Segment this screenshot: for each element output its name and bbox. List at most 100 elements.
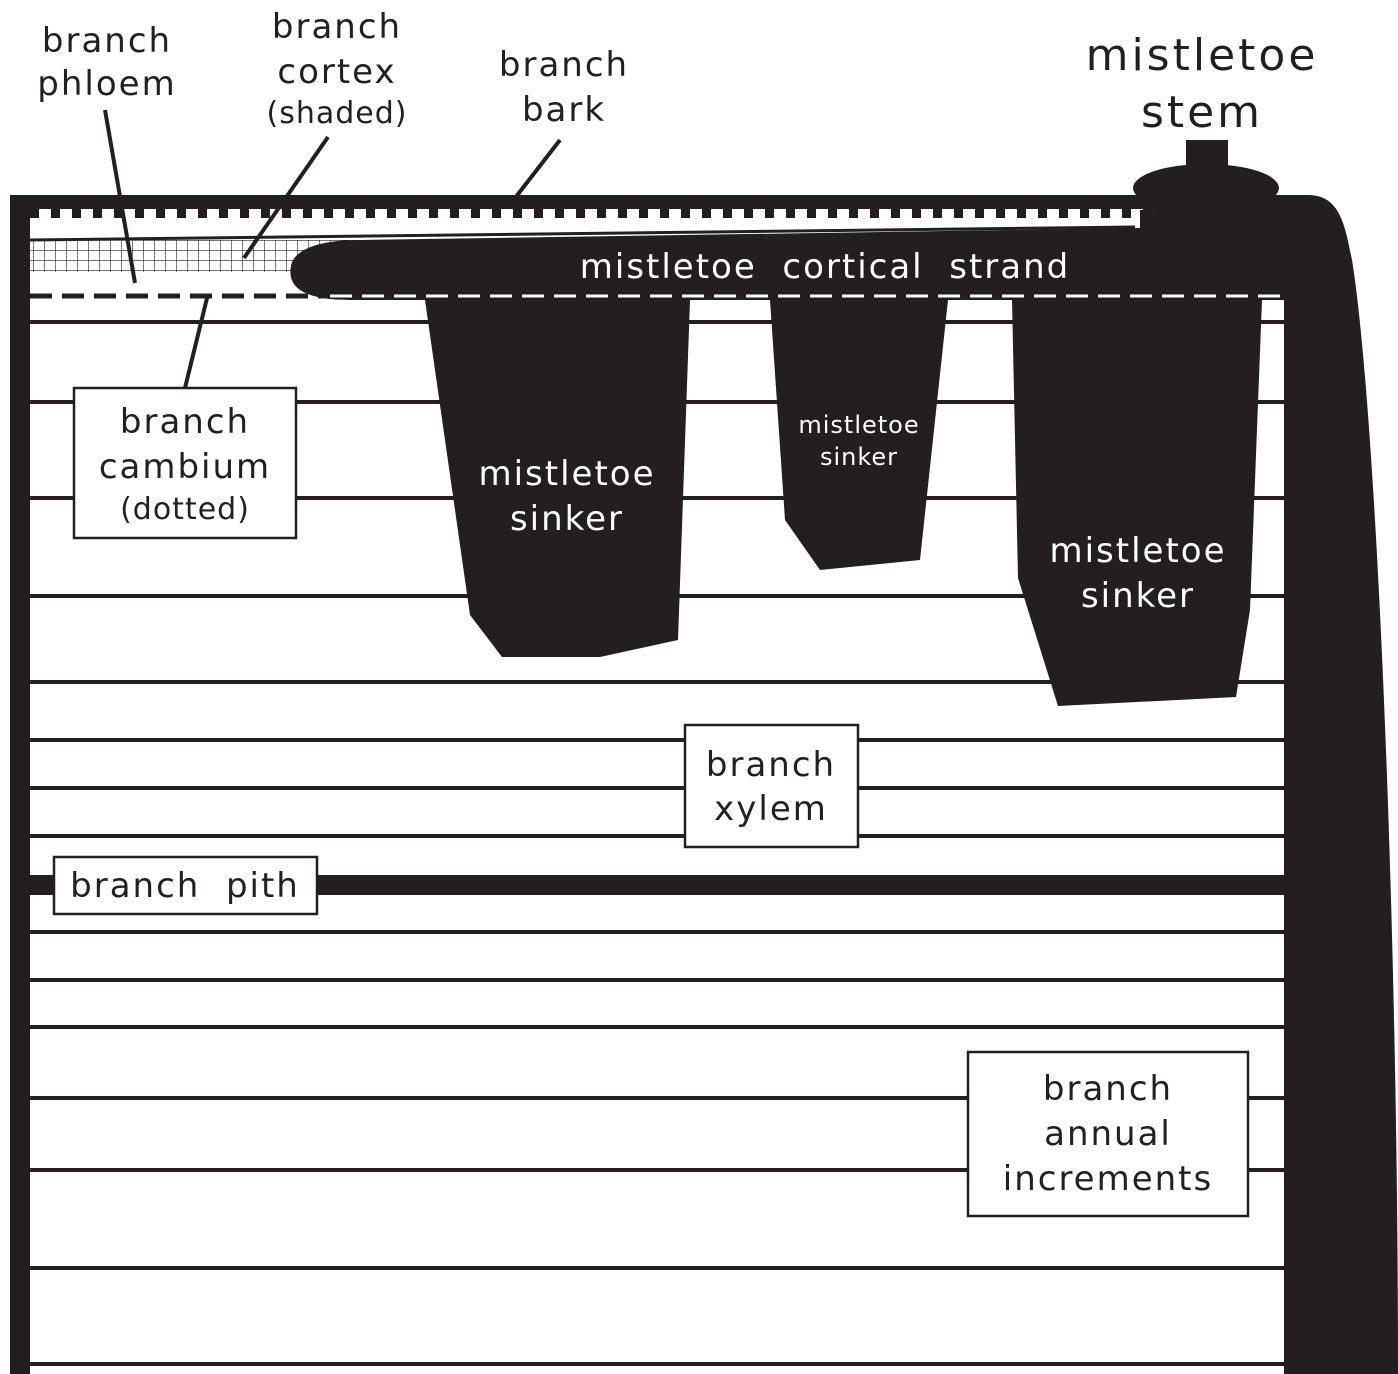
bark-tooth	[282, 209, 291, 218]
bark-tooth	[261, 209, 270, 218]
branch-pith-band	[10, 875, 1292, 895]
mistletoe-sinker-middle	[770, 300, 948, 570]
bark-tooth	[975, 209, 984, 218]
bark-tooth	[1101, 209, 1110, 218]
sinker-left-label: mistletoe sinker	[478, 454, 655, 539]
svg-text:increments: increments	[1003, 1159, 1213, 1199]
svg-text:cortex: cortex	[277, 52, 396, 92]
bark-tooth	[933, 209, 942, 218]
mistletoe-sinker-right	[1012, 300, 1262, 706]
bark-tooth	[303, 209, 312, 218]
bark-tooth	[30, 209, 39, 218]
bark-tooth	[156, 209, 165, 218]
svg-text:branch: branch	[272, 7, 402, 47]
svg-text:(dotted): (dotted)	[120, 492, 250, 527]
bark-tooth	[471, 209, 480, 218]
bark-tooth	[345, 209, 354, 218]
svg-text:stem: stem	[1141, 87, 1263, 138]
svg-text:bark: bark	[522, 90, 606, 130]
bark-tooth	[723, 209, 732, 218]
svg-text:branch: branch	[1043, 1069, 1173, 1109]
svg-text:mistletoe: mistletoe	[1049, 531, 1226, 571]
bark-tooth	[786, 209, 795, 218]
phloem-label: branch phloem	[37, 21, 176, 104]
bark-tooth	[1017, 209, 1026, 218]
bark-tooth	[1122, 209, 1131, 218]
bark-tooth	[555, 209, 564, 218]
svg-text:sinker: sinker	[820, 443, 898, 471]
left-bark-edge	[10, 195, 30, 1374]
bark-tooth	[807, 209, 816, 218]
bark-tooth	[765, 209, 774, 218]
bark-tooth	[198, 209, 207, 218]
svg-text:branch pith: branch pith	[70, 866, 300, 906]
bark-tooth	[534, 209, 543, 218]
bark-tooth	[912, 209, 921, 218]
bark-tooth	[219, 209, 228, 218]
bark-tooth	[429, 209, 438, 218]
svg-text:phloem: phloem	[37, 64, 176, 104]
mistletoe-sinker-left	[425, 300, 690, 657]
bark-tooth	[387, 209, 396, 218]
bark-tooth	[1080, 209, 1089, 218]
cambium-label-box: branch cambium (dotted)	[72, 386, 298, 540]
bark-tooth	[135, 209, 144, 218]
bark-tooth	[618, 209, 627, 218]
svg-text:xylem: xylem	[714, 789, 828, 829]
bark-leader-line	[513, 138, 562, 200]
bark-tooth	[1038, 209, 1047, 218]
bark-tooth	[240, 209, 249, 218]
bark-tooth	[366, 209, 375, 218]
svg-text:mistletoe: mistletoe	[798, 411, 919, 439]
bark-tooth	[1059, 209, 1068, 218]
leader-lines	[103, 109, 562, 389]
bark-tooth	[51, 209, 60, 218]
bark-tooth	[702, 209, 711, 218]
bark-tooth	[891, 209, 900, 218]
bark-tooth	[828, 209, 837, 218]
cortex-leader-line	[242, 135, 330, 260]
svg-text:branch: branch	[42, 21, 172, 61]
bark-tooth	[576, 209, 585, 218]
bark-tooth	[744, 209, 753, 218]
svg-text:branch: branch	[499, 45, 629, 85]
right-bark-curve	[1284, 195, 1398, 1374]
svg-text:(shaded): (shaded)	[267, 96, 408, 131]
bark-tooth	[450, 209, 459, 218]
bark-tooth	[324, 209, 333, 218]
bark-tooth	[114, 209, 123, 218]
bark-tooth	[681, 209, 690, 218]
cortical-strand-label: mistletoe cortical strand	[580, 247, 1070, 287]
bark-tooth	[492, 209, 501, 218]
phloem-leader-line	[103, 109, 137, 284]
xylem-label-box: branch xylem	[683, 723, 860, 849]
mistletoe-stem-label: mistletoe stem	[1086, 30, 1319, 138]
bark-label: branch bark	[499, 45, 629, 130]
svg-text:mistletoe: mistletoe	[478, 454, 655, 494]
svg-text:cambium: cambium	[99, 447, 271, 487]
svg-text:sinker: sinker	[510, 499, 624, 539]
svg-text:annual: annual	[1044, 1114, 1172, 1154]
bark-tooth	[597, 209, 606, 218]
bark-tooth	[870, 209, 879, 218]
svg-text:mistletoe: mistletoe	[1086, 30, 1319, 81]
pith-label-box: branch pith	[52, 855, 319, 916]
cortex-label: branch cortex (shaded)	[267, 7, 408, 131]
mistletoe-cortical-strand	[290, 200, 1290, 300]
branch-bark	[10, 195, 1310, 218]
bark-tooth	[177, 209, 186, 218]
bark-tooth	[954, 209, 963, 218]
bark-tooth	[72, 209, 81, 218]
sinker-right-label: mistletoe sinker	[1049, 531, 1226, 616]
sinker-middle-label: mistletoe sinker	[798, 411, 919, 471]
bark-tooth	[513, 209, 522, 218]
svg-text:branch: branch	[706, 745, 836, 785]
bark-tooth	[660, 209, 669, 218]
bark-tooth	[849, 209, 858, 218]
bark-tooth	[639, 209, 648, 218]
bark-inner-line	[29, 225, 1136, 242]
bark-tooth	[996, 209, 1005, 218]
bark-tooth	[408, 209, 417, 218]
bark-tooth	[93, 209, 102, 218]
